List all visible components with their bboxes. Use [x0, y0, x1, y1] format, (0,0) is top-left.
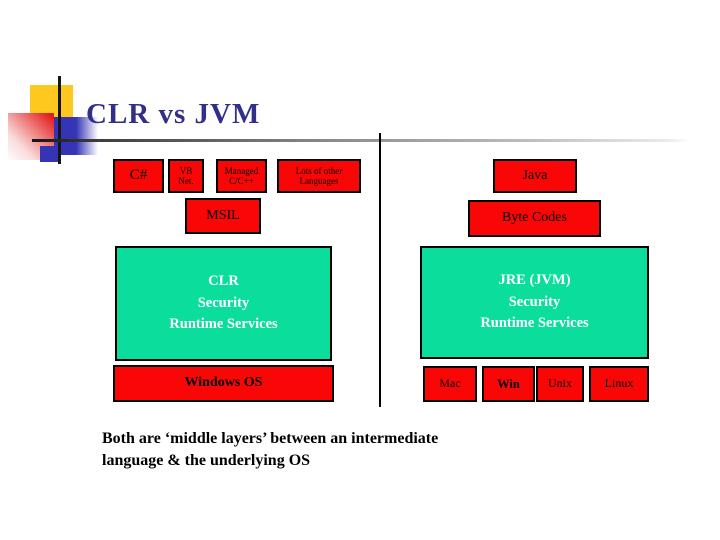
box-os-mac: Mac: [423, 366, 477, 402]
box-language-csharp: C#: [113, 159, 164, 193]
box-msil: MSIL: [185, 198, 261, 234]
box-os-win: Win: [482, 366, 535, 402]
box-language-others: Lots of other Languages: [277, 159, 361, 193]
box-language-vbnet: VB Net.: [168, 159, 204, 193]
decoration-yellow-square: [30, 85, 73, 118]
box-language-managed-cpp: Managed C/C++: [216, 159, 267, 193]
slide-title: CLR vs JVM: [86, 98, 261, 130]
decoration-vertical-line: [58, 76, 61, 164]
box-clr-runtime: CLR Security Runtime Services: [115, 246, 332, 361]
title-underline-rule: [32, 139, 692, 142]
box-windows-os: Windows OS: [113, 365, 334, 402]
box-language-java: Java: [493, 159, 577, 193]
column-divider-line: [379, 133, 381, 407]
box-jre-runtime: JRE (JVM) Security Runtime Services: [420, 246, 649, 359]
box-byte-codes: Byte Codes: [468, 200, 601, 237]
box-os-unix: Unix: [536, 366, 584, 402]
box-os-linux: Linux: [589, 366, 649, 402]
decoration-blue-square-small: [40, 146, 59, 162]
footer-note: Both are ‘middle layers’ between an inte…: [102, 430, 439, 469]
